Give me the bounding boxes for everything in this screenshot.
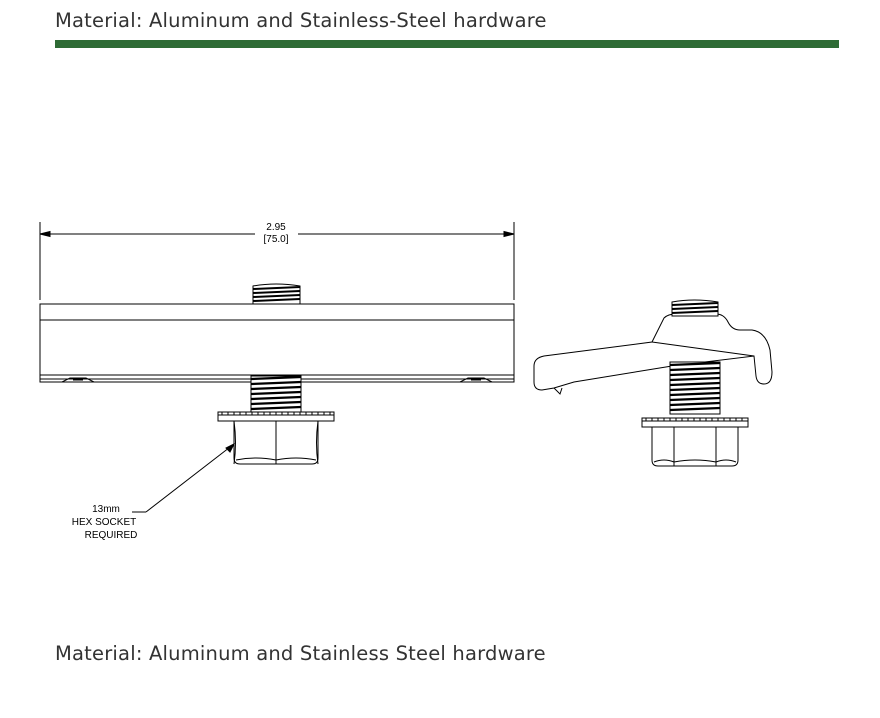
bolt-thread-top-front (252, 283, 301, 305)
footer-caption: Material: Aluminum and Stainless Steel h… (55, 642, 546, 665)
header-divider (55, 40, 839, 48)
dimension-inches: 2.95 (266, 222, 286, 233)
hex-nut-front (233, 420, 319, 465)
callout-leader (132, 442, 236, 513)
clamp-front-view (39, 303, 515, 383)
hex-nut-side (651, 426, 739, 467)
flange-washer-front (217, 411, 335, 422)
dimension-millimeters: [75.0] (263, 234, 288, 245)
clamp-side-view (533, 313, 773, 395)
bolt-thread-bottom-front (250, 375, 302, 413)
header-title: Material: Aluminum and Stainless-Steel h… (55, 9, 547, 32)
callout-line-1: 13mm (92, 504, 120, 515)
flange-washer-side (641, 417, 749, 428)
bolt-thread-top-side (671, 299, 719, 317)
callout-line-3: REQUIRED (85, 530, 138, 541)
callout-line-2: HEX SOCKET (72, 517, 136, 528)
width-dimension (39, 222, 515, 300)
bolt-thread-bottom-side (669, 361, 721, 415)
